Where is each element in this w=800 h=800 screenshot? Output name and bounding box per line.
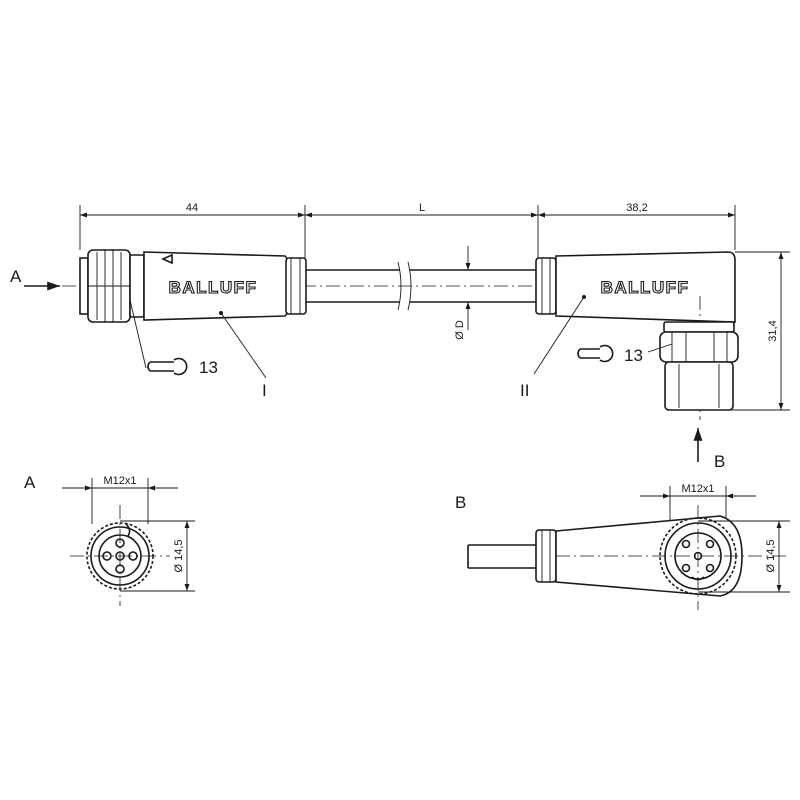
- arrow-b-label: B: [714, 452, 725, 471]
- left-wrench-icon: [147, 357, 188, 376]
- view-arrow-b: B: [693, 428, 725, 471]
- dim-thread-b: M12x1: [681, 483, 714, 495]
- arrow-a-label: A: [10, 267, 22, 286]
- dimension-chain-top: 44 L 38,2: [79, 202, 736, 258]
- view-a: A M12x1 Ø 14,5: [24, 473, 195, 606]
- right-brand-logo: BALLUFF: [601, 278, 690, 297]
- view-b-title: B: [455, 493, 466, 512]
- left-connector: BALLUFF I 13: [79, 249, 307, 400]
- callout-connector-one: I: [262, 381, 267, 400]
- dim-right-connector-height: 31,4: [767, 320, 779, 341]
- right-thread-housing: [664, 361, 734, 411]
- right-molded-body: [555, 251, 736, 323]
- dim-diameter-b: Ø 14,5: [765, 539, 777, 572]
- dim-thread-a: M12x1: [103, 475, 136, 487]
- dim-right-connector-length: 38,2: [626, 202, 647, 214]
- dim-cable-length: L: [419, 202, 425, 214]
- dim-diameter-a: Ø 14,5: [173, 539, 185, 572]
- view-a-title: A: [24, 473, 36, 492]
- dimension-right-height: 31,4: [730, 251, 790, 411]
- dim-left-connector-length: 44: [186, 202, 198, 214]
- right-wrench-size: 13: [624, 346, 643, 365]
- cable: Ø D: [306, 246, 536, 340]
- right-wrench-icon: [577, 344, 614, 363]
- left-wrench-size: 13: [199, 358, 218, 377]
- view-arrow-a: A: [10, 267, 61, 291]
- left-brand-logo: BALLUFF: [169, 278, 258, 297]
- view-b: B M12x1 Ø 14,5: [455, 483, 790, 610]
- callout-connector-two: II: [520, 381, 529, 400]
- right-connector: BALLUFF II 13: [520, 251, 739, 420]
- dim-cable-diameter: Ø D: [454, 320, 466, 340]
- left-indicator-icon: [161, 253, 173, 265]
